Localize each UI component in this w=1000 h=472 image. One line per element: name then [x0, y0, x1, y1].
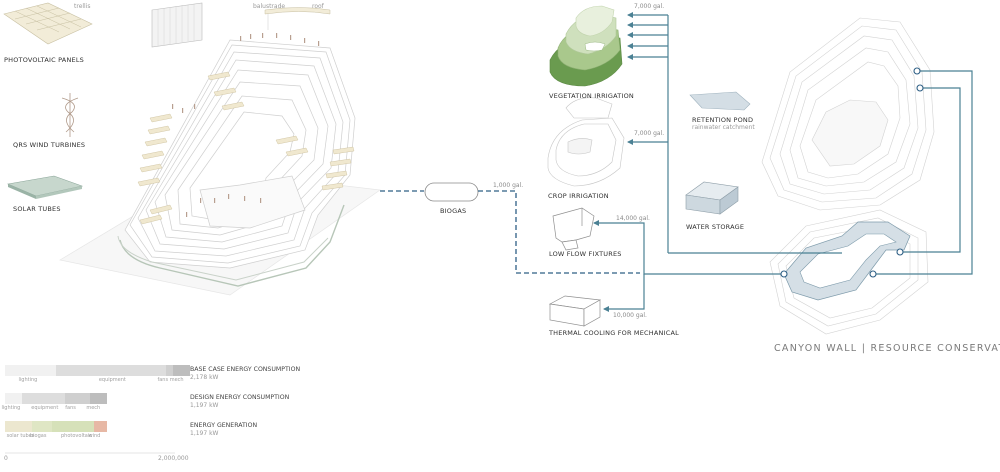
energy-segment: [64, 393, 90, 404]
trellis-label: trellis: [74, 3, 91, 10]
crop-irrigation-icon: [547, 97, 625, 187]
low-flow-label: LOW FLOW FIXTURES: [549, 250, 622, 258]
axis-min: 0: [4, 455, 8, 462]
building-figures: [172, 33, 320, 217]
energy-segment: [165, 365, 174, 376]
energy-segment-label: lighting: [1, 405, 21, 411]
energy-segment-label: biogas: [29, 433, 47, 439]
thermal-label: THERMAL COOLING FOR MECHANICAL: [549, 329, 679, 337]
axis-max: 2,000,000: [158, 455, 189, 462]
trellis-rows: [137, 71, 355, 225]
energy-row-label: ENERGY GENERATION: [190, 422, 258, 429]
terraced-building-left: [59, 39, 381, 296]
energy-segment: [22, 393, 65, 404]
energy-segment-label: photovoltaic: [61, 433, 92, 439]
biogas-tank: [424, 182, 479, 202]
energy-segment: [32, 421, 52, 432]
energy-segment-label: mech: [169, 377, 184, 383]
energy-row-value: 1,197 kW: [190, 430, 219, 437]
energy-segment: [173, 365, 191, 376]
solar-tubes-icon: [6, 175, 84, 199]
page-title: CANYON WALL | RESOURCE CONSERVATION: [774, 343, 1000, 354]
energy-segment-label: equipment: [31, 405, 59, 411]
energy-segment: [94, 421, 107, 432]
energy-segment-label: mech: [86, 405, 101, 411]
energy-bar: [5, 365, 191, 376]
retention-pond-sub: rainwater catchment: [692, 124, 755, 131]
energy-bar: [5, 393, 175, 404]
retention-pond-icon: [689, 91, 751, 111]
energy-segment: [56, 365, 166, 376]
water-node-dots: [780, 67, 924, 278]
water-storage-icon: [685, 181, 739, 215]
veg-label: VEGETATION IRRIGATION: [549, 92, 634, 100]
crop-gallons: 7,000 gal.: [634, 130, 665, 137]
roof-label: roof: [312, 3, 324, 10]
energy-bar: [5, 421, 175, 432]
energy-segment-label: equipment: [98, 377, 126, 383]
low-flow-gallons: 14,000 gal.: [616, 215, 650, 222]
biogas-distribution-line: [478, 190, 640, 274]
vegetation-irrigation-icon: [549, 5, 623, 87]
energy-segment: [5, 393, 22, 404]
pv-label: PHOTOVOLTAIC PANELS: [4, 56, 84, 64]
energy-segment-label: fans: [65, 405, 76, 411]
energy-segment-label: wind: [88, 433, 101, 439]
energy-row-value: 1,197 kW: [190, 402, 219, 409]
water-distribution-lines: [593, 12, 973, 312]
energy-segment: [5, 365, 56, 376]
energy-row-value: 2,178 kW: [190, 374, 219, 381]
biogas-label: BIOGAS: [440, 207, 467, 215]
energy-segment-label: solar tubes: [6, 433, 35, 439]
veg-gallons: 7,000 gal.: [634, 3, 665, 10]
energy-segment: [51, 421, 95, 432]
energy-row-label: DESIGN ENERGY CONSUMPTION: [190, 394, 290, 401]
energy-segment: [5, 421, 33, 432]
energy-segment: [90, 393, 107, 404]
balustrade-icon: [151, 2, 203, 48]
wind-label: QRS WIND TURBINES: [13, 141, 86, 149]
trellis-icon: [3, 2, 93, 45]
crop-label: CROP IRRIGATION: [548, 192, 609, 200]
solar-tubes-label: SOLAR TUBES: [13, 205, 61, 213]
thermal-gallons: 10,000 gal.: [613, 312, 647, 319]
thermal-cooling-icon: [548, 295, 602, 327]
low-flow-fixtures-icon: [552, 207, 595, 251]
energy-row-label: BASE CASE ENERGY CONSUMPTION: [190, 366, 301, 373]
retention-pond-label: RETENTION POND: [692, 116, 754, 124]
wind-turbine-icon: [61, 93, 79, 137]
roof-icon: [264, 7, 331, 30]
balustrade-label: balustrade: [253, 3, 286, 10]
water-storage-label: WATER STORAGE: [686, 223, 745, 231]
energy-segment-label: lighting: [18, 377, 38, 383]
biogas-gallons: 1,000 gal.: [493, 182, 524, 189]
energy-segment-label: fans: [157, 377, 169, 383]
